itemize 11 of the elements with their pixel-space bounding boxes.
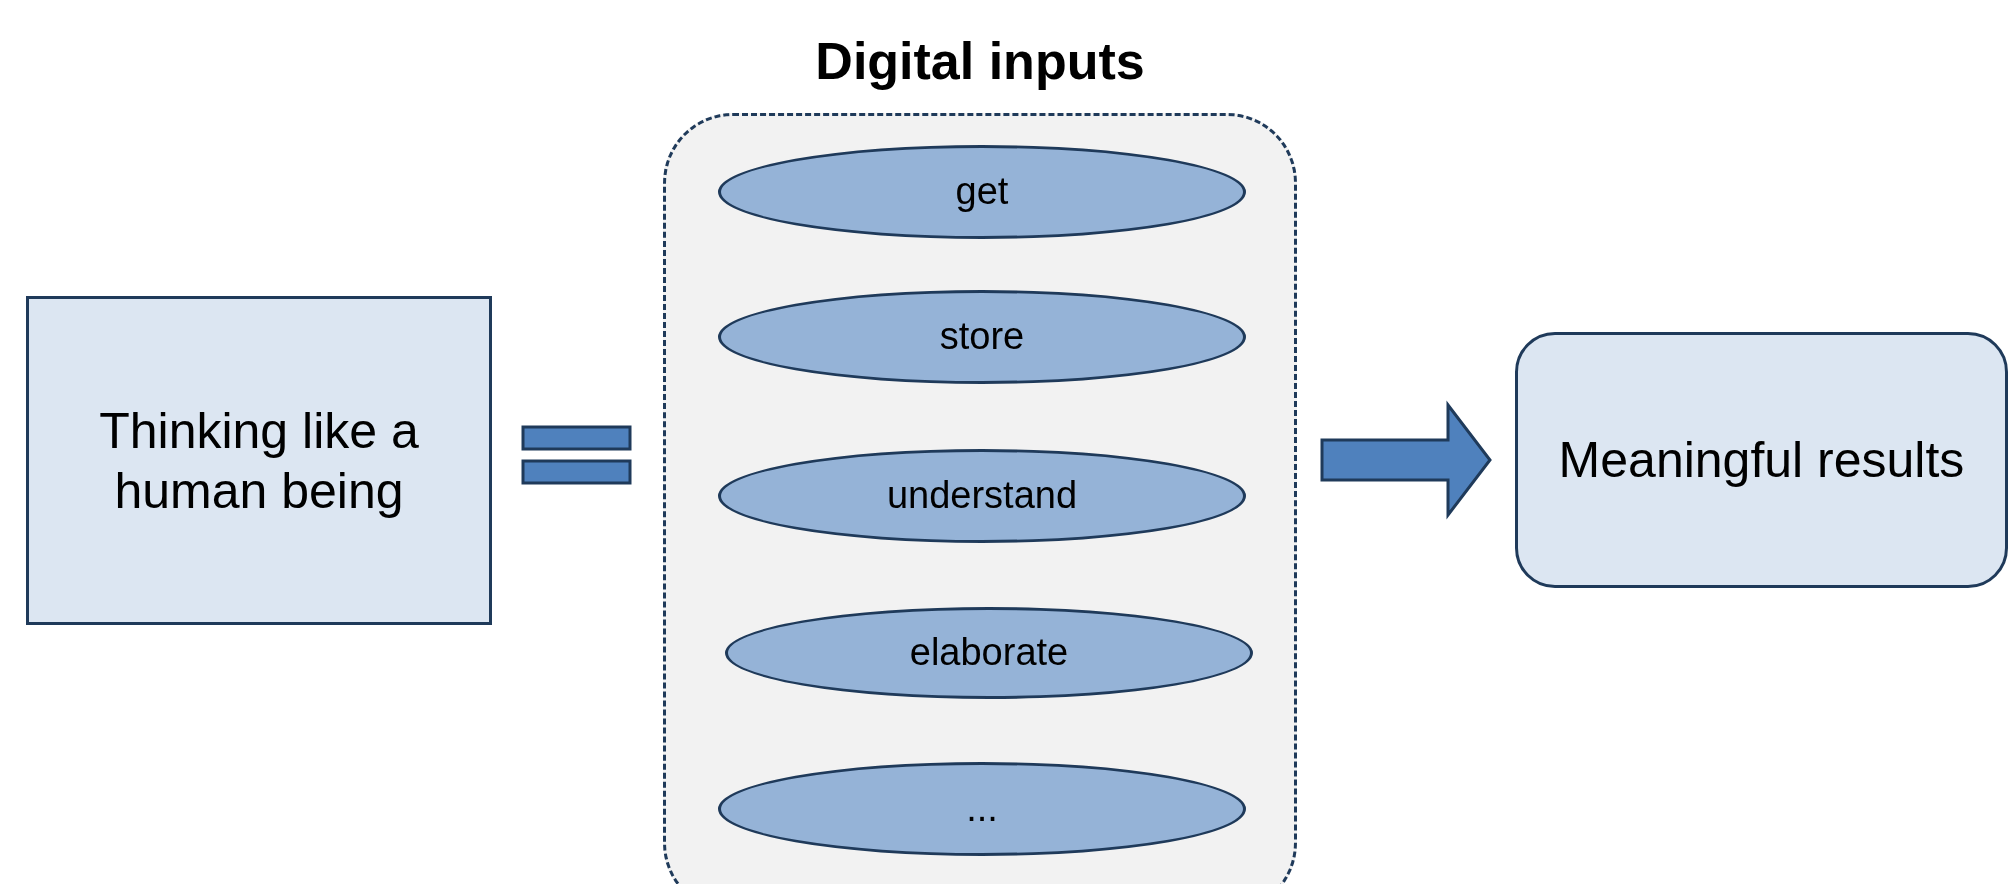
node-label: get [954, 169, 1010, 215]
node-label: store [938, 314, 1026, 360]
node-label: understand [885, 473, 1079, 519]
process-box [26, 296, 492, 625]
node-label: Thinking like a human being [98, 401, 420, 521]
block-arrow [1320, 400, 1492, 520]
group-title: Digital inputs [814, 31, 1146, 92]
node-label: ... [965, 786, 999, 832]
rounded-box [1515, 332, 2008, 588]
node-label: Meaningful results [1557, 431, 1966, 490]
node-label: elaborate [908, 630, 1070, 676]
